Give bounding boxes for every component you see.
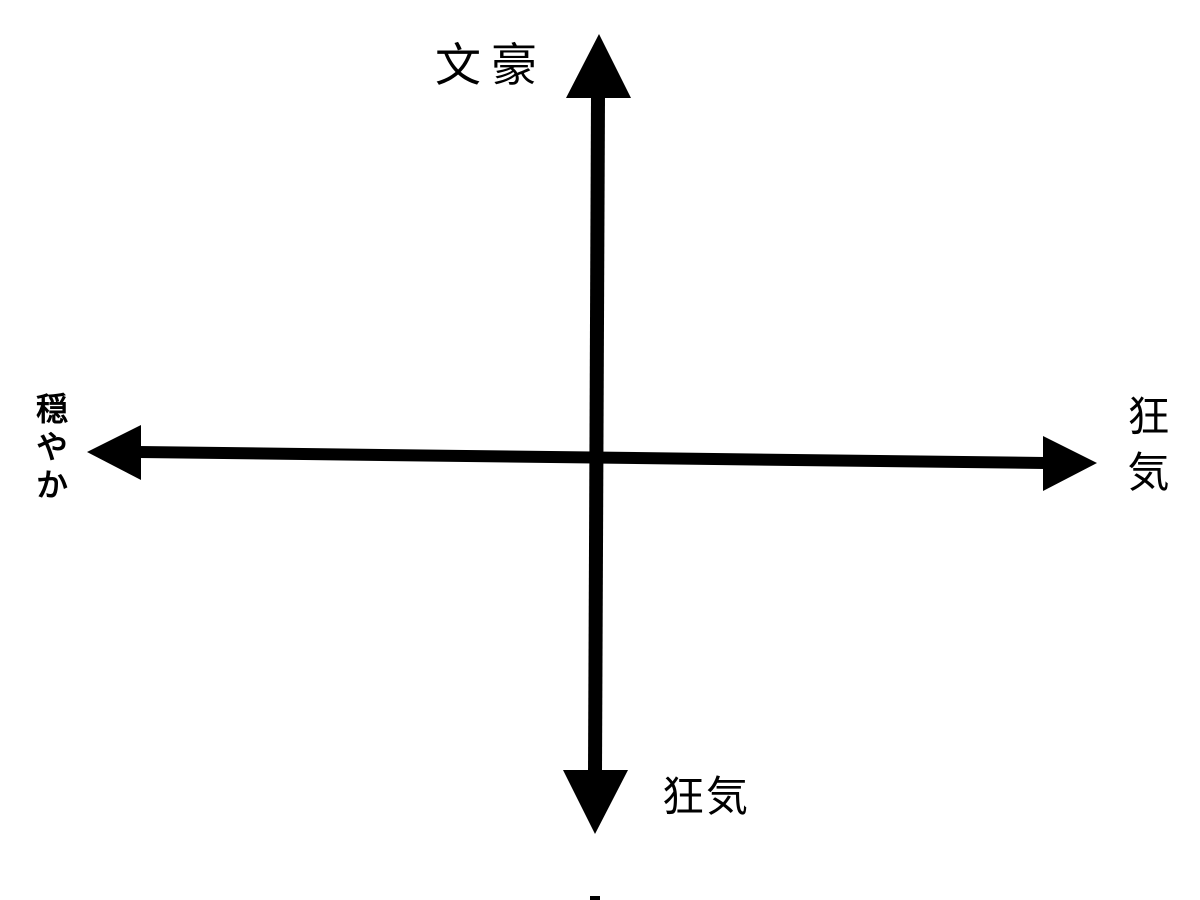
arrow-left-icon [87, 425, 141, 480]
arrow-down-icon [563, 770, 628, 834]
axis-label-top: 文豪 [435, 38, 547, 92]
vertical-axis-line [588, 95, 605, 773]
axis-label-bottom: 狂気 [662, 772, 751, 821]
stray-mark [590, 896, 600, 900]
arrow-up-icon [566, 34, 631, 98]
arrow-right-icon [1043, 436, 1097, 491]
horizontal-axis-line [138, 446, 1046, 469]
axis-label-right: 狂気 [1121, 394, 1170, 506]
axis-label-left: 穏やか [31, 392, 69, 506]
